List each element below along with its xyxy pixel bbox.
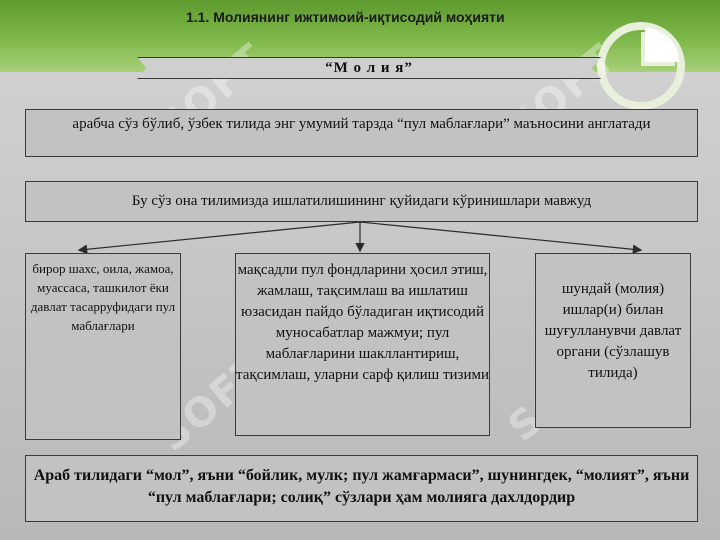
etymology-box: Араб тилидаги “мол”, яъни “бойлик, мулк;… [25, 455, 698, 522]
page-title: 1.1. Молиянинг ижтимоий-иқтисодий моҳият… [186, 9, 505, 25]
arrow-left [77, 221, 361, 255]
left-meaning-box: бирор шахс, оила, жамоа, муассаса, ташки… [25, 253, 181, 440]
definition-box: арабча сўз бўлиб, ўзбек тилида энг умуми… [25, 109, 698, 157]
usage-forms-box: Бу сўз она тилимизда ишлатилишининг қуйи… [25, 181, 698, 222]
arrow-right [359, 221, 643, 255]
middle-meaning-box: мақсадли пул фондларини ҳосил этиш, жамл… [235, 253, 490, 436]
right-meaning-box: шундай (молия) ишлар(и) билан шуғулланув… [535, 253, 691, 428]
pie-logo-icon [597, 22, 685, 110]
